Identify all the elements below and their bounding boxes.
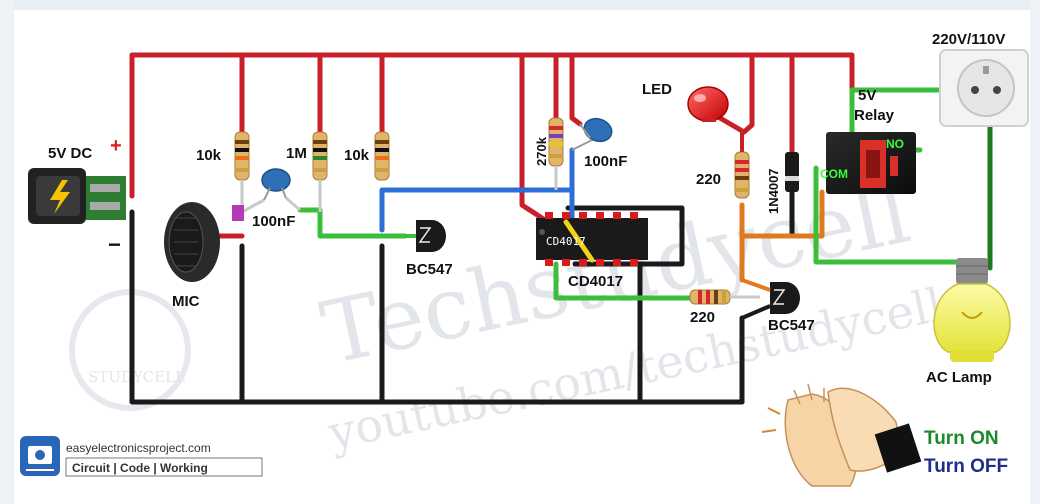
diode-1n4007 <box>785 152 799 192</box>
turn-on-text: Turn ON <box>924 428 999 449</box>
mic-junction <box>232 205 244 221</box>
led <box>687 86 729 122</box>
plus-sign: + <box>110 135 122 157</box>
minus-sign: − <box>108 232 121 257</box>
capacitor-1 <box>241 168 301 214</box>
resistor-r2 <box>312 131 328 212</box>
brand-site: easyelectronicsproject.com <box>66 441 211 455</box>
ac-lamp <box>933 258 1011 362</box>
r2-label: 1M <box>286 145 307 162</box>
clapping-hands-icon <box>761 383 922 487</box>
cap2-label: 100nF <box>584 153 627 170</box>
brand-tag-box <box>65 457 263 477</box>
q1-label: BC547 <box>406 261 453 278</box>
mains-socket <box>939 49 1029 127</box>
ic-body-text: CD4017 <box>546 235 586 248</box>
r-led-label: 220 <box>696 171 721 188</box>
diode-label: 1N4007 <box>766 168 781 214</box>
lightning-icon <box>50 180 70 214</box>
transistor-q1 <box>405 220 446 252</box>
turn-off-text: Turn OFF <box>924 456 1008 477</box>
lamp-label: AC Lamp <box>926 369 992 386</box>
transistor-q2 <box>741 278 800 320</box>
resistor-270k <box>548 117 564 190</box>
r-base-label: 220 <box>690 309 715 326</box>
watermark-seal-text: STUDYCELL <box>88 368 185 386</box>
ground-rail <box>129 189 795 405</box>
resistor-r3 <box>374 131 390 181</box>
relay-label-line1: 5V <box>858 87 876 104</box>
brand-tagline: Circuit | Code | Working <box>72 461 208 475</box>
q2-label: BC547 <box>768 317 815 334</box>
led-label: LED <box>642 81 672 98</box>
r3-label: 10k <box>344 147 370 164</box>
relay-label-line2: Relay <box>854 107 895 124</box>
r1-label: 10k <box>196 147 222 164</box>
capacitor-2 <box>571 117 613 151</box>
microphone <box>164 202 220 282</box>
relay-com: COM <box>820 167 848 181</box>
relay: NO COM <box>820 132 916 194</box>
dc-power-jack <box>28 168 126 224</box>
cd4017-ic: CD4017 <box>536 212 648 266</box>
cap1-label: 100nF <box>252 213 295 230</box>
ic-label: CD4017 <box>568 273 623 290</box>
resistor-base <box>689 289 760 305</box>
resistor-led <box>734 132 750 199</box>
power-label: 5V DC <box>48 145 92 162</box>
mains-label: 220V/110V <box>932 31 1005 48</box>
mic-label: MIC <box>172 293 200 310</box>
r-270k-label: 270k <box>534 136 549 166</box>
signal-wires <box>297 147 825 301</box>
relay-no: NO <box>886 137 904 151</box>
brand-logo <box>20 436 60 476</box>
